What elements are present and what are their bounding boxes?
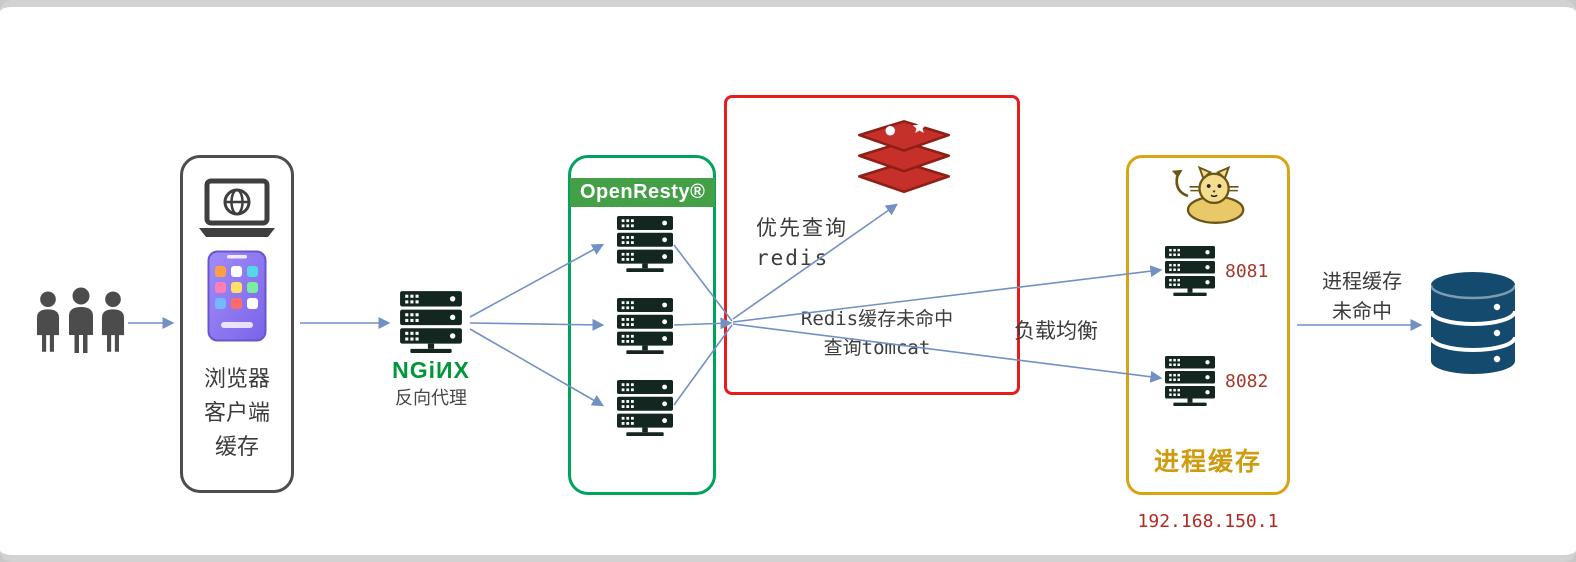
server-icon	[1165, 356, 1215, 406]
tomcat-box-label: 进程缓存	[1153, 448, 1262, 476]
tomcat-port-label: 8081	[1225, 260, 1269, 282]
nginx-logo: NGiИX	[392, 357, 470, 383]
openresty-box: OpenResty®	[568, 155, 716, 495]
smartphone-icon	[207, 250, 267, 342]
redis-logo	[857, 120, 951, 194]
tomcat-server-8082: 8082	[1163, 356, 1268, 406]
tomcat-box: 8081 8082 进程缓存	[1126, 155, 1290, 495]
nginx-sublabel: 反向代理	[395, 388, 467, 408]
users-icon	[36, 287, 125, 353]
tomcat-port-label: 8082	[1225, 370, 1269, 392]
client-label: 浏览器 客户端 缓存	[203, 366, 270, 460]
openresty-badge: OpenResty®	[570, 178, 716, 207]
client-box: 浏览器 客户端 缓存	[180, 155, 294, 493]
database-miss-label: 进程缓存 未命中	[1322, 271, 1402, 323]
server-icon	[617, 380, 673, 436]
tomcat-logo	[1171, 165, 1245, 224]
tomcat-server-8081: 8081	[1163, 246, 1268, 296]
server-icon	[617, 298, 673, 354]
server-icon	[1165, 246, 1215, 296]
load-balance-label: 负载均衡	[1014, 320, 1098, 343]
laptop-globe-icon	[199, 178, 275, 237]
server-icon	[617, 216, 673, 272]
nginx-server-icon	[400, 291, 462, 353]
database-icon	[1429, 272, 1517, 374]
redis-miss-label: Redis缓存未命中 查询tomcat	[800, 308, 954, 359]
redis-priority-label: 优先查询 redis	[756, 216, 848, 271]
tomcat-ip: 192.168.150.1	[1137, 511, 1279, 532]
